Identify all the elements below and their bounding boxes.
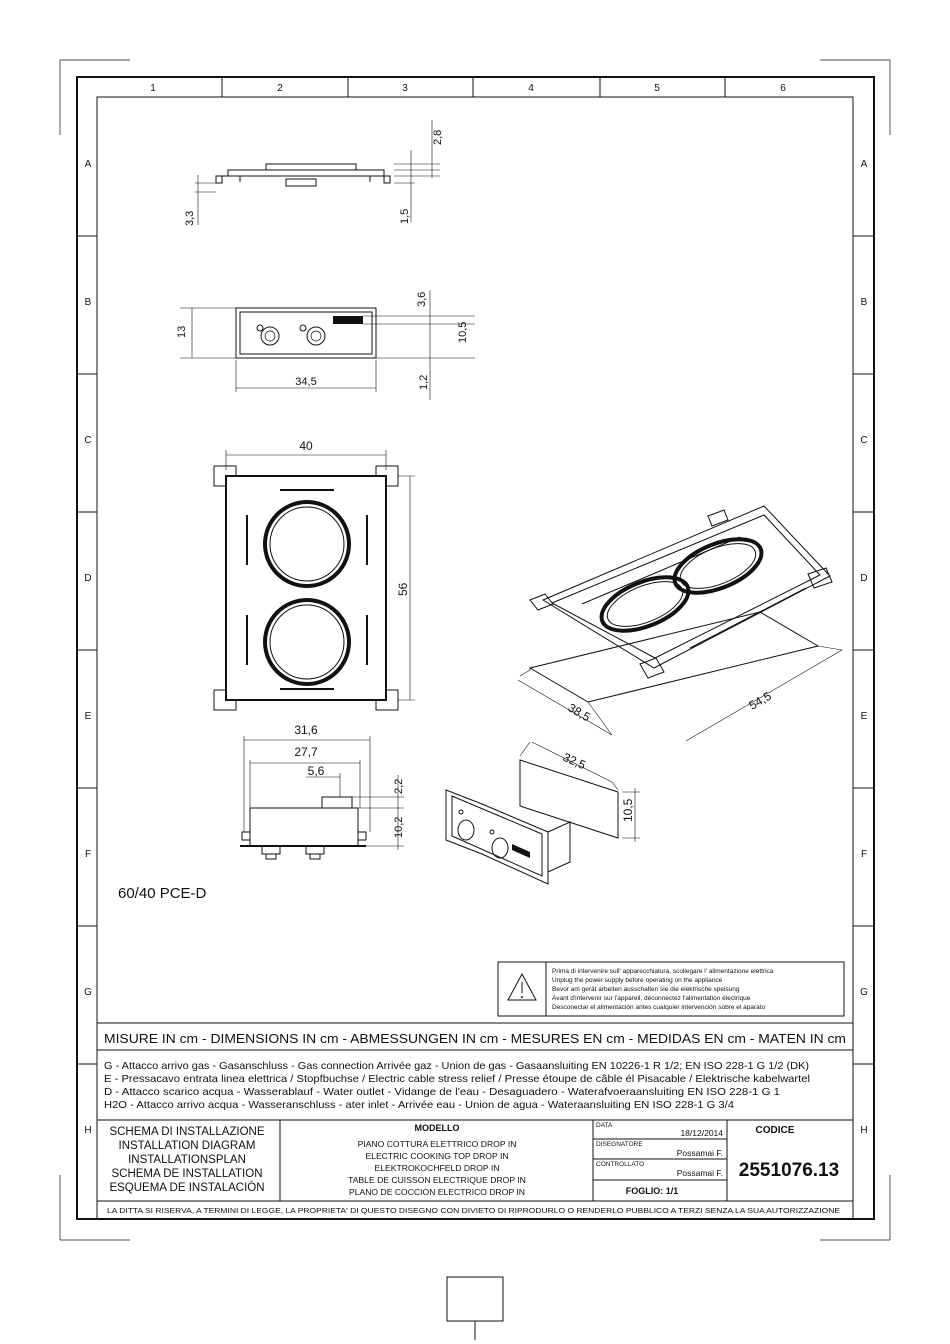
data-value: 18/12/2014 — [680, 1128, 723, 1138]
data-label: DATA — [596, 1122, 613, 1129]
disegnatore-label: DISEGNATORE — [596, 1141, 643, 1148]
modello-line-4: TABLE DE CUISSON ELECTRIQUE DROP IN — [348, 1175, 526, 1185]
grid-row-g-right: G — [860, 987, 868, 998]
model-label: 60/40 PCE-D — [118, 885, 207, 902]
schema-line-5: ESQUEMA DE INSTALACIÓN — [109, 1181, 264, 1194]
control-panel-isometric: 32,5 10,5 — [445, 741, 640, 885]
warning-line-5: Desconectar el alimentación antes cualqu… — [552, 1004, 766, 1011]
box-side-view: 31,6 27,7 5,6 2,2 10,2 — [240, 723, 405, 860]
grid-row-h-left: H — [84, 1125, 91, 1136]
grid-row-d-left: D — [84, 573, 91, 584]
grid-row-e-left: E — [85, 711, 92, 722]
legend-gas: G - Attacco arrivo gas - Gasanschluss - … — [104, 1061, 809, 1072]
front-panel-view: 3,6 13 10,5 1,2 34,5 — [176, 290, 475, 400]
dim-front-bottom: 1,2 — [418, 375, 430, 390]
dim-iso-width: 38,5 — [566, 700, 594, 724]
grid-col-1: 1 — [150, 83, 156, 94]
grid-row-d-right: D — [860, 573, 867, 584]
grid-col-3: 3 — [402, 83, 408, 94]
top-view: 40 56 — [213, 439, 415, 711]
legend-water-inlet: H2O - Attacco arrivo acqua - Wasseransch… — [104, 1100, 734, 1111]
warning-line-2: Unplug the power supply before operating… — [552, 977, 723, 984]
dim-top-height: 56 — [396, 582, 410, 596]
controllato-label: CONTROLLATO — [596, 1161, 644, 1168]
dim-box-offset: 5,6 — [308, 764, 325, 778]
title-block: SCHEMA DI INSTALLAZIONE INSTALLATION DIA… — [97, 1119, 853, 1202]
warning-icon — [507, 972, 537, 1001]
modello-label: MODELLO — [415, 1123, 460, 1133]
dim-front-width: 34,5 — [295, 376, 316, 388]
dim-side-bottom: 1,5 — [399, 209, 411, 224]
grid-row-h-right: H — [860, 1125, 867, 1136]
warning-line-4: Avant d'intervenir sur l'appareil, décon… — [552, 995, 751, 1002]
grid-row-a-left: A — [85, 159, 92, 170]
dim-side-top: 2,8 — [432, 130, 444, 145]
dim-box-inner: 27,7 — [294, 745, 318, 759]
schema-line-4: SCHEMA DE INSTALLATION — [111, 1168, 262, 1180]
dim-front-height-right: 10,5 — [457, 322, 469, 343]
grid-col-2: 2 — [277, 83, 283, 94]
warning-line-3: Bevor am gerät arbeiten ausschalten sie … — [552, 986, 740, 993]
dim-side-left: 3,3 — [184, 211, 196, 226]
warning-line-1: Prima di intervenire sull' apparecchiatu… — [552, 968, 774, 975]
dim-box-top: 2,2 — [393, 779, 405, 794]
disegnatore-value: Possamai F. — [677, 1148, 723, 1158]
schema-line-3: INSTALLATIONSPLAN — [128, 1154, 246, 1166]
grid-row-c-left: C — [84, 435, 91, 446]
inner-frame — [96, 96, 854, 1220]
dim-cutout-width: 32,5 — [561, 750, 588, 772]
grid-row-f-left: F — [85, 849, 91, 860]
schema-line-2: INSTALLATION DIAGRAM — [119, 1140, 256, 1152]
grid-col-6: 6 — [780, 83, 786, 94]
legend-water-outlet: D - Attacco scarico acqua - Wasserablauf… — [104, 1087, 780, 1098]
grid-row-b-right: B — [861, 297, 868, 308]
codice-value: 2551076.13 — [739, 1160, 839, 1181]
dim-box-outer: 31,6 — [294, 723, 318, 737]
dim-front-height-left: 13 — [176, 326, 188, 338]
grid-col-4: 4 — [528, 83, 534, 94]
warning-box: Prima di intervenire sull' apparecchiatu… — [497, 961, 845, 1017]
grid-row-f-right: F — [861, 849, 867, 860]
codice-label: CODICE — [756, 1125, 795, 1136]
grid-row-b-left: B — [85, 297, 92, 308]
schema-line-1: SCHEMA DI INSTALLAZIONE — [109, 1126, 264, 1138]
crop-marks — [59, 59, 891, 1241]
footer-disclaimer: LA DITTA SI RISERVA, A TERMINI DI LEGGE,… — [107, 1206, 840, 1215]
foglio: FOGLIO: 1/1 — [626, 1186, 679, 1196]
outer-frame — [76, 76, 875, 1220]
legend-electric: E - Pressacavo entrata linea elettrica /… — [104, 1074, 810, 1085]
dim-front-top: 3,6 — [416, 292, 428, 307]
grid-row-g-left: G — [84, 987, 92, 998]
modello-line-2: ELECTRIC COOKING TOP DROP IN — [365, 1151, 508, 1161]
side-view: 2,8 1,5 3,3 — [184, 120, 444, 226]
dim-box-height: 10,2 — [393, 817, 405, 838]
isometric-view: 38,5 54,5 — [517, 505, 843, 742]
page-stub — [446, 1276, 504, 1340]
row-ticks — [77, 235, 874, 1065]
units-line: MISURE IN cm - DIMENSIONS IN cm - ABMESS… — [104, 1032, 846, 1046]
dim-cutout-height: 10,5 — [621, 798, 635, 822]
grid-row-e-right: E — [861, 711, 868, 722]
controllato-value: Possamai F. — [677, 1168, 723, 1178]
grid-col-5: 5 — [654, 83, 660, 94]
column-ticks — [221, 77, 726, 97]
modello-line-1: PIANO COTTURA ELETTRICO DROP IN — [358, 1139, 517, 1149]
modello-line-3: ELEKTROKOCHFELD DROP IN — [375, 1163, 500, 1173]
modello-line-5: PLANO DE COCCION ELECTRICO DROP IN — [349, 1187, 525, 1197]
dim-top-width: 40 — [299, 439, 313, 453]
grid-row-a-right: A — [861, 159, 868, 170]
grid-row-c-right: C — [860, 435, 867, 446]
